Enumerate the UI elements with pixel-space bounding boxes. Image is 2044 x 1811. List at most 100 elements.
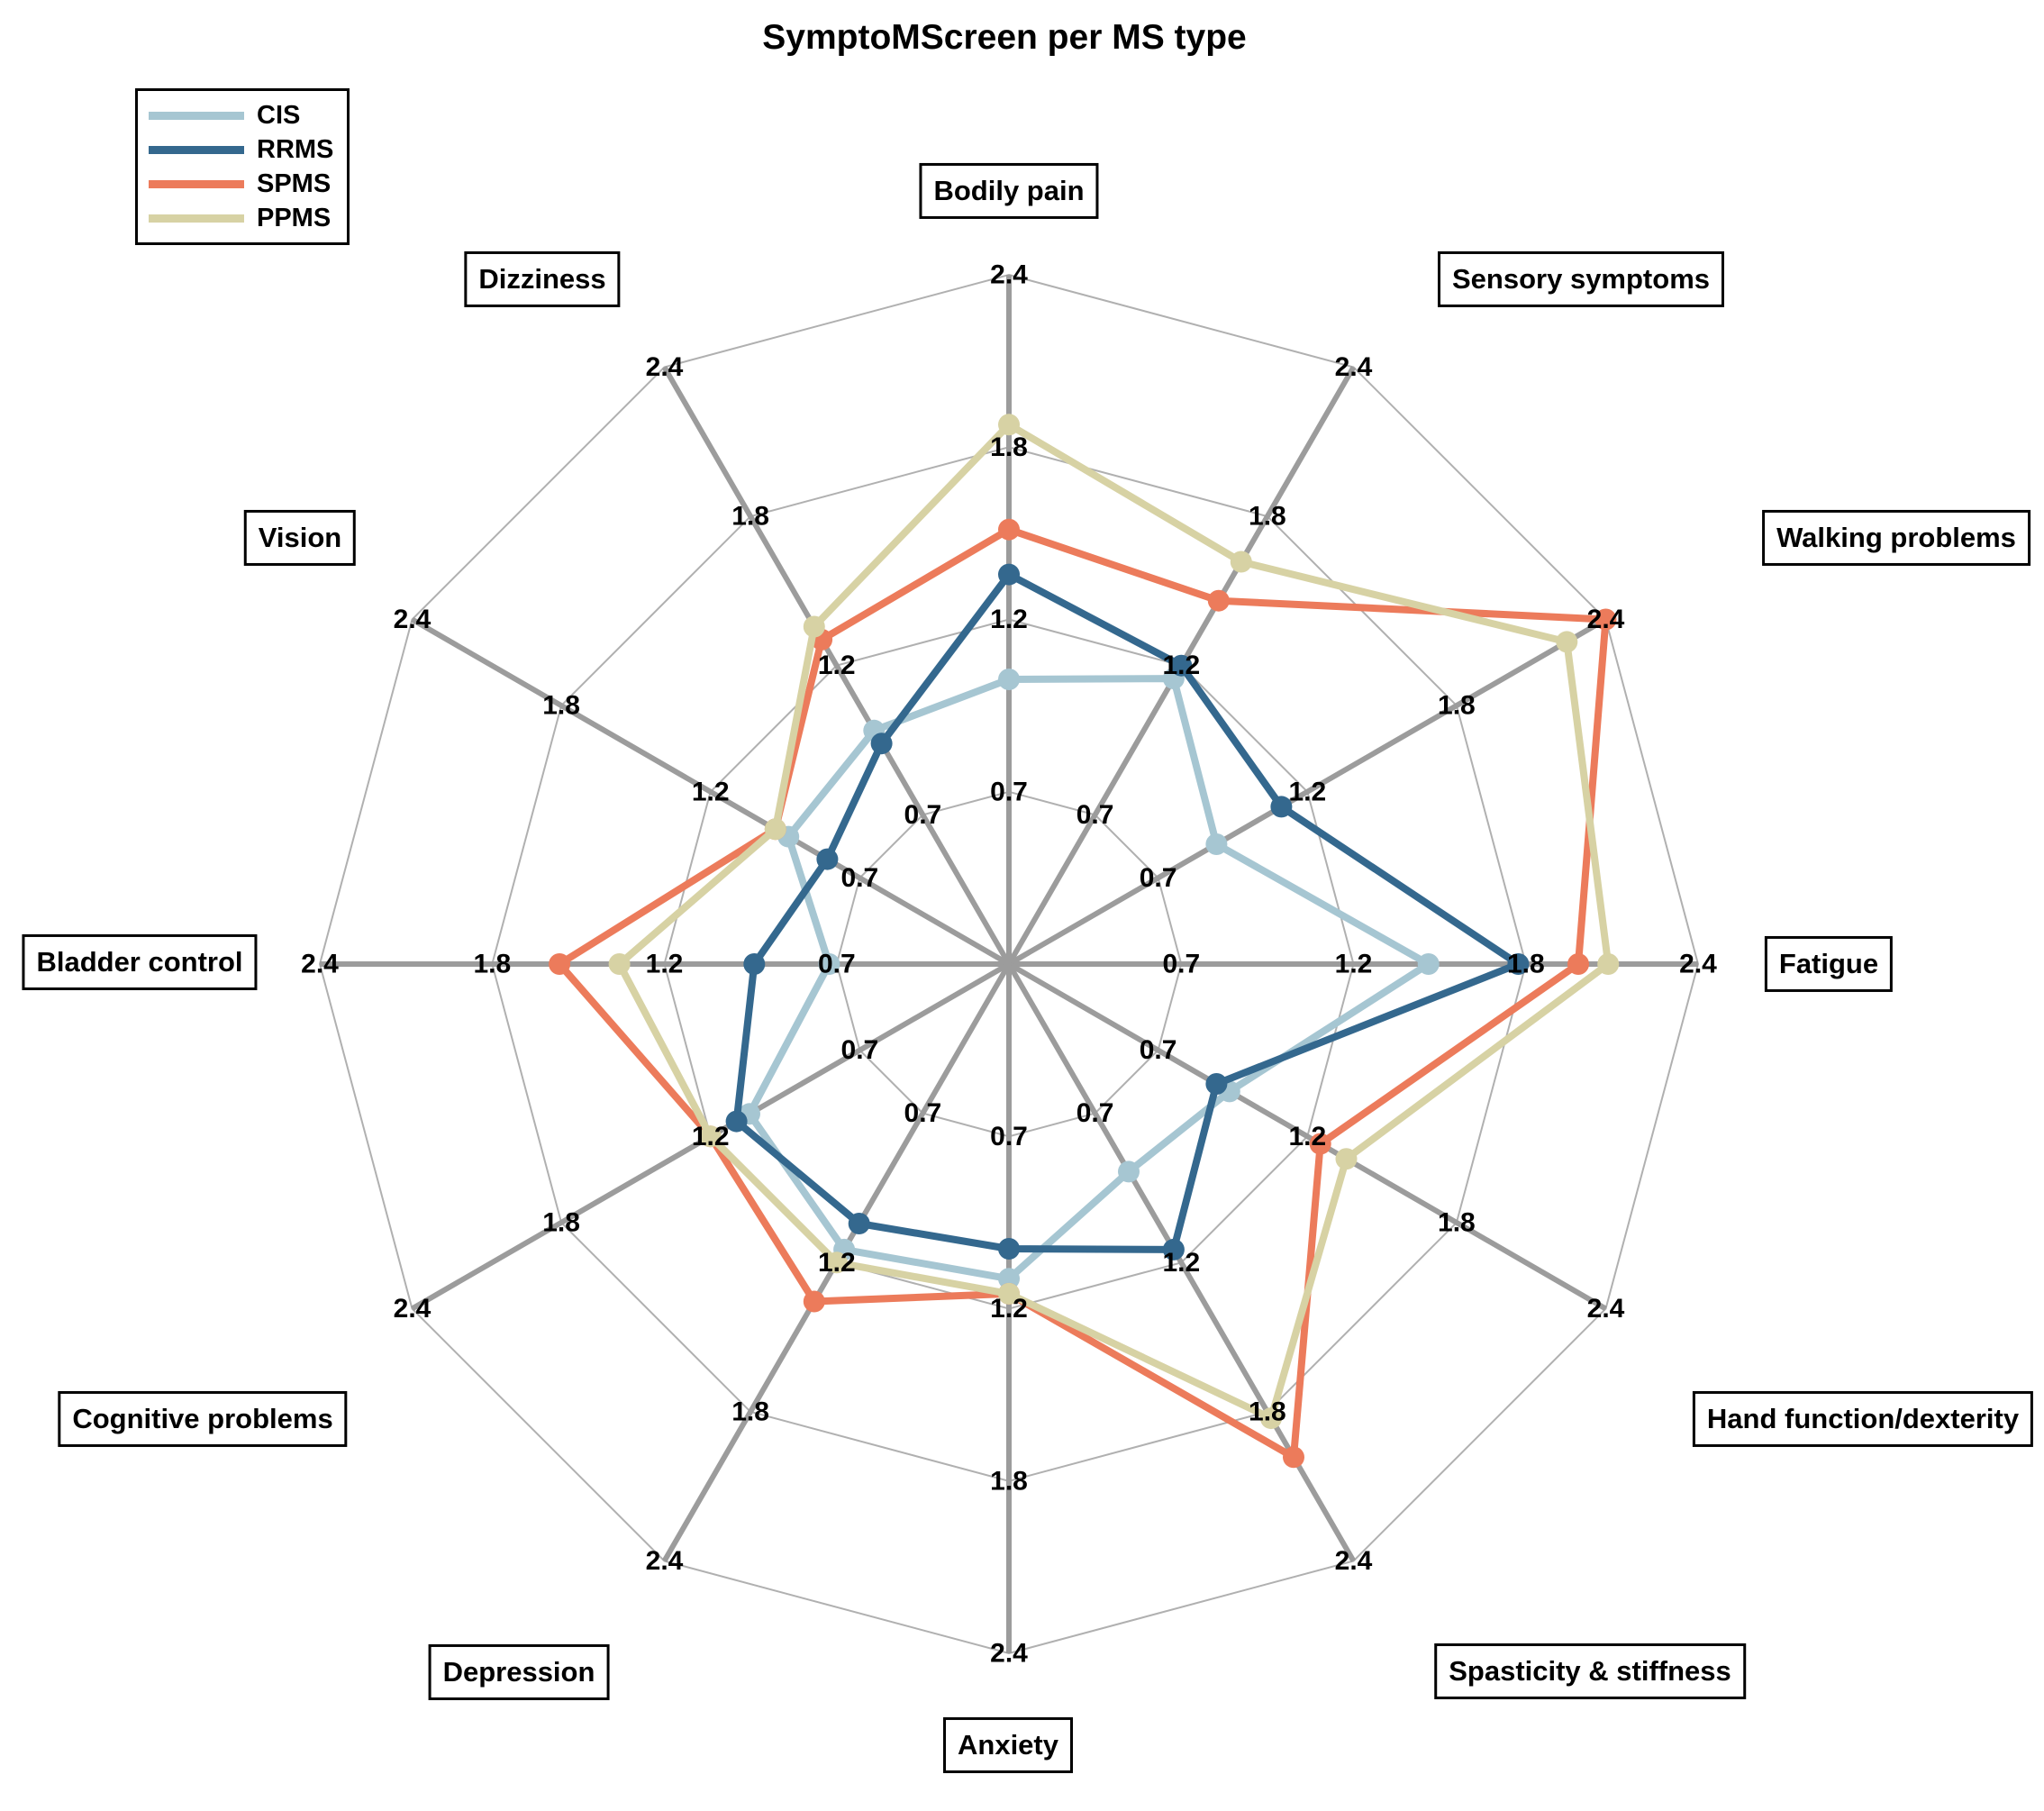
series-SPMS-point-depression: [803, 1290, 825, 1313]
tick-label-depression-1.2: 1.2: [818, 1248, 856, 1278]
series-PPMS-point-vision: [764, 818, 786, 841]
tick-label-dizziness-1.2: 1.2: [818, 651, 856, 680]
tick-label-cognitive-problems-0.7: 0.7: [841, 1035, 879, 1065]
series-PPMS: [608, 414, 1620, 1430]
tick-label-bladder-control-2.4: 2.4: [301, 950, 339, 979]
legend-swatch-PPMS: [149, 214, 244, 223]
tick-label-anxiety-1.2: 1.2: [990, 1294, 1028, 1324]
series-RRMS-point-bladder-control: [743, 953, 766, 975]
tick-label-depression-1.8: 1.8: [731, 1397, 769, 1426]
tick-label-fatigue-1.8: 1.8: [1507, 950, 1545, 979]
axis-label-dizziness: Dizziness: [464, 250, 621, 308]
tick-label-spasticity-stiffness-1.2: 1.2: [1162, 1248, 1200, 1278]
tick-label-cognitive-problems-1.8: 1.8: [542, 1207, 580, 1237]
series-PPMS-point-anxiety: [998, 1282, 1020, 1305]
tick-label-bodily-pain-1.8: 1.8: [990, 432, 1028, 462]
tick-label-hand-function-dexterity-0.7: 0.7: [1140, 1035, 1177, 1065]
series-RRMS-point-depression: [848, 1213, 870, 1234]
series-RRMS-point-anxiety: [998, 1238, 1020, 1260]
tick-label-anxiety-2.4: 2.4: [990, 1639, 1028, 1669]
grid-spoke-hand-function-dexterity: [1007, 961, 1608, 1312]
series-RRMS-point-bodily-pain: [998, 563, 1020, 586]
series-RRMS-point-spasticity-stiffness: [1162, 1238, 1185, 1260]
series-PPMS-point-bodily-pain: [998, 414, 1020, 436]
axis-label-cognitive-problems: Cognitive problems: [58, 1390, 348, 1448]
tick-label-bodily-pain-1.2: 1.2: [990, 605, 1028, 634]
tick-label-depression-2.4: 2.4: [646, 1546, 684, 1576]
series-CIS-point-bladder-control: [818, 953, 840, 975]
grid-spoke-dizziness: [661, 365, 1012, 966]
legend-label-PPMS: PPMS: [257, 203, 332, 232]
tick-label-anxiety-1.8: 1.8: [990, 1466, 1028, 1496]
tick-label-fatigue-2.4: 2.4: [1679, 950, 1717, 979]
tick-label-sensory-symptoms-2.4: 2.4: [1335, 352, 1373, 382]
series-CIS-point-fatigue: [1417, 953, 1440, 975]
tick-label-dizziness-2.4: 2.4: [646, 352, 684, 382]
tick-label-hand-function-dexterity-2.4: 2.4: [1587, 1294, 1625, 1324]
tick-label-hand-function-dexterity-1.2: 1.2: [1288, 1122, 1326, 1151]
axis-label-anxiety: Anxiety: [943, 1716, 1073, 1774]
series-SPMS-point-hand-function-dexterity: [1309, 1133, 1331, 1155]
series-SPMS-point-walking-problems: [1594, 608, 1617, 631]
series-RRMS-point-dizziness: [870, 733, 893, 755]
tick-label-cognitive-problems-2.4: 2.4: [394, 1294, 432, 1324]
axis-label-depression: Depression: [428, 1643, 610, 1701]
series-PPMS-point-fatigue: [1597, 953, 1620, 975]
axis-label-fatigue: Fatigue: [1764, 935, 1894, 993]
series-CIS-point-spasticity-stiffness: [1118, 1160, 1140, 1183]
series-SPMS-point-fatigue: [1567, 953, 1589, 975]
tick-label-fatigue-0.7: 0.7: [1162, 950, 1200, 979]
tick-label-vision-1.2: 1.2: [692, 777, 730, 806]
legend-swatch-SPMS: [149, 179, 244, 188]
series-RRMS-point-cognitive-problems: [725, 1110, 748, 1133]
axis-label-walking-problems: Walking problems: [1762, 509, 2030, 567]
chart-title: SymptoMScreen per MS type: [762, 18, 1247, 57]
tick-label-anxiety-0.7: 0.7: [990, 1122, 1028, 1151]
series-RRMS: [725, 563, 1530, 1260]
tick-label-bladder-control-0.7: 0.7: [818, 950, 856, 979]
legend: CIS RRMS SPMS PPMS: [135, 88, 350, 245]
tick-label-fatigue-1.2: 1.2: [1335, 950, 1373, 979]
axis-label-vision: Vision: [243, 509, 357, 567]
tick-label-walking-problems-0.7: 0.7: [1140, 863, 1177, 893]
axis-label-spasticity-stiffness: Spasticity & stiffness: [1434, 1643, 1746, 1700]
series-RRMS-point-walking-problems: [1270, 796, 1293, 818]
tick-label-sensory-symptoms-1.8: 1.8: [1249, 502, 1286, 532]
series-PPMS-point-bladder-control: [608, 953, 631, 975]
series-CIS-point-walking-problems: [1205, 833, 1228, 855]
series-RRMS-point-fatigue: [1507, 953, 1530, 975]
axis-label-bladder-control: Bladder control: [22, 933, 258, 991]
series-PPMS-point-spasticity-stiffness: [1260, 1407, 1282, 1430]
legend-label-CIS: CIS: [257, 100, 301, 130]
legend-swatch-RRMS: [149, 145, 244, 154]
series-PPMS-point-cognitive-problems: [699, 1125, 722, 1148]
tick-label-vision-0.7: 0.7: [841, 863, 879, 893]
tick-label-dizziness-0.7: 0.7: [904, 800, 942, 830]
tick-label-sensory-symptoms-0.7: 0.7: [1077, 800, 1114, 830]
legend-item-SPMS: SPMS: [149, 168, 336, 200]
series-CIS-point-bodily-pain: [998, 669, 1020, 690]
grid-spoke-walking-problems: [1007, 616, 1608, 967]
series-CIS: [739, 668, 1440, 1290]
axis-label-bodily-pain: Bodily pain: [919, 162, 1099, 220]
series-SPMS-point-bladder-control: [549, 953, 571, 975]
series-PPMS-point-sensory-symptoms: [1230, 551, 1252, 573]
series-SPMS-point-sensory-symptoms: [1207, 589, 1230, 612]
axis-label-sensory-symptoms: Sensory symptoms: [1438, 250, 1724, 308]
tick-label-walking-problems-1.2: 1.2: [1288, 777, 1326, 806]
legend-label-RRMS: RRMS: [257, 134, 334, 164]
grid-spoke-vision: [410, 616, 1011, 967]
series-SPMS-point-spasticity-stiffness: [1283, 1446, 1304, 1469]
tick-label-depression-0.7: 0.7: [904, 1098, 942, 1128]
axis-label-hand-function-dexterity: Hand function/dexterity: [1692, 1390, 2034, 1448]
legend-item-CIS: CIS: [149, 99, 336, 132]
tick-label-cognitive-problems-1.2: 1.2: [692, 1122, 730, 1151]
tick-label-walking-problems-2.4: 2.4: [1587, 605, 1625, 634]
tick-label-dizziness-1.8: 1.8: [731, 502, 769, 532]
legend-item-PPMS: PPMS: [149, 202, 336, 234]
tick-label-bodily-pain-0.7: 0.7: [990, 777, 1028, 806]
tick-label-bodily-pain-2.4: 2.4: [990, 260, 1028, 290]
tick-label-vision-2.4: 2.4: [394, 605, 432, 634]
